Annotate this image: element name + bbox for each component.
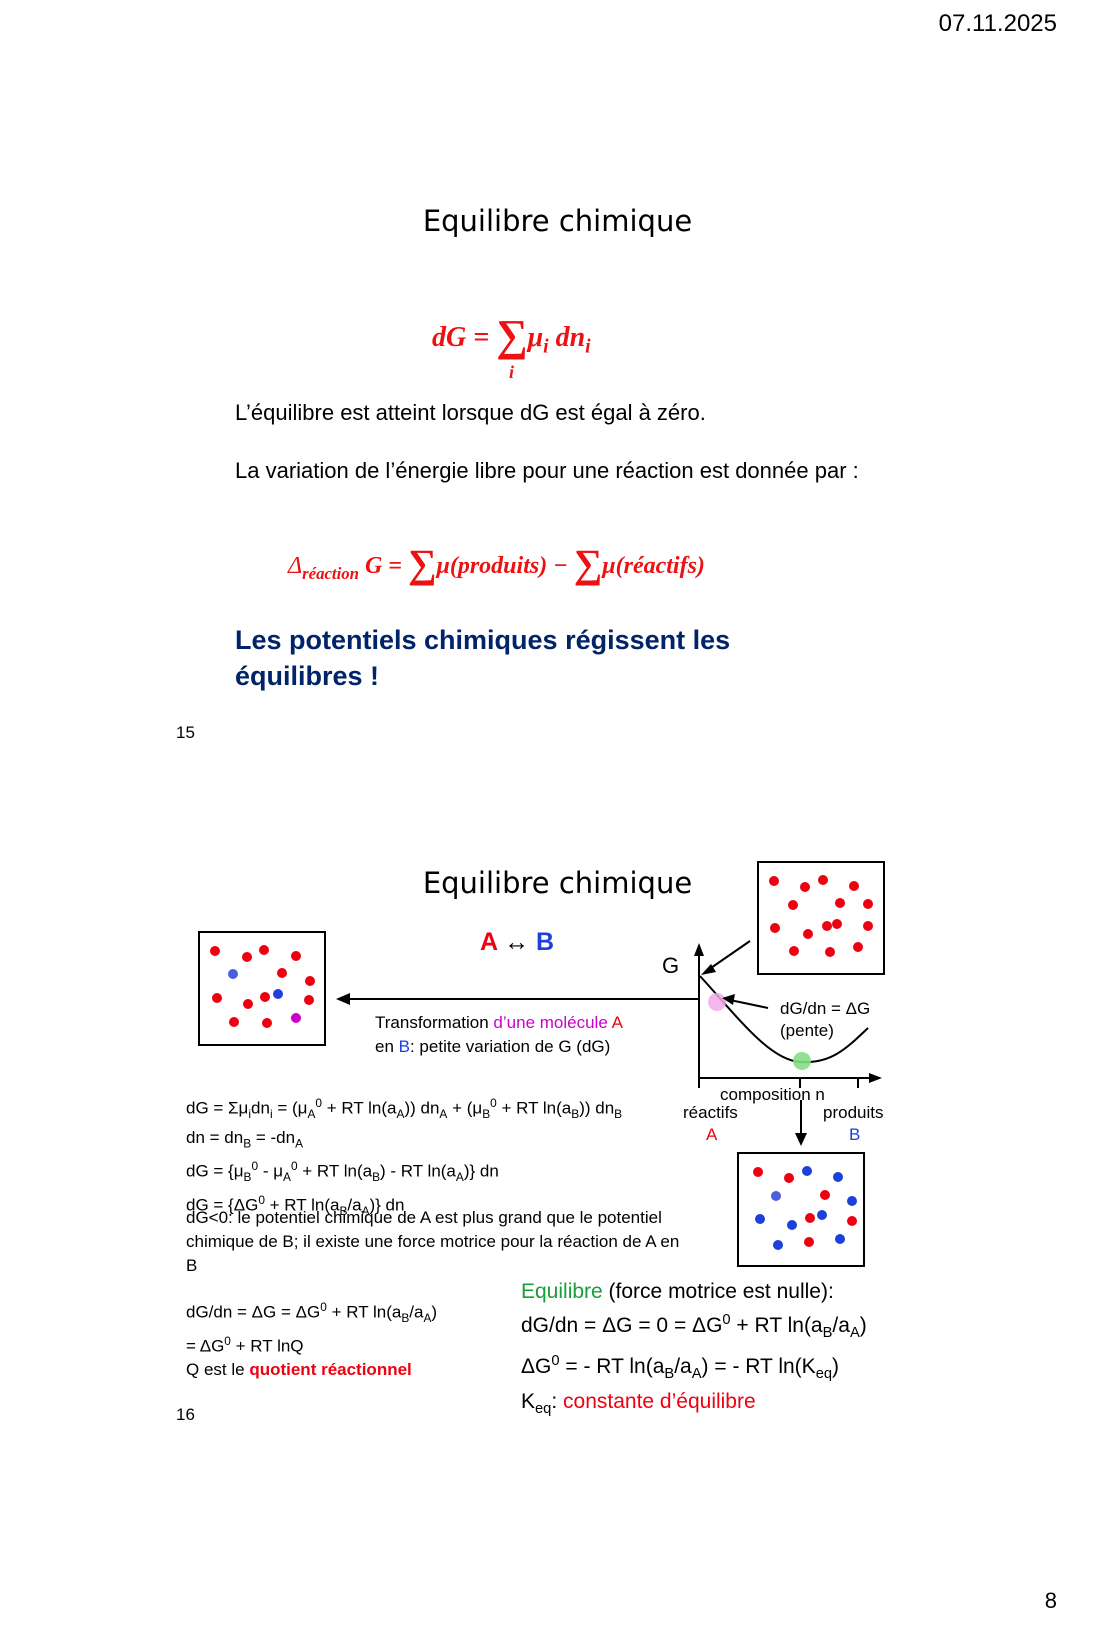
molecule-a [305,976,315,986]
molecule-a [260,992,270,1002]
slope-label-line2: (pente) [780,1020,870,1042]
slide16-number: 16 [176,1405,195,1425]
dg-negative-text: dG<0: le potentiel chimique de A est plu… [186,1206,686,1278]
equilibrium-line3: ΔG0 = - RT ln(aB/aA) = - RT ln(Keq) [521,1347,867,1388]
transformation-arrow [336,993,700,1005]
slope-label: dG/dn = ΔG (pente) [780,998,870,1042]
equilibrium-line1: Equilibre (force motrice est nulle): [521,1278,867,1306]
transformation-p6: : petite variation de G (dG) [410,1037,610,1056]
molecule-a [304,995,314,1005]
transformation-p3: A [612,1013,623,1032]
reactifs-letter: A [706,1123,717,1147]
g-axis [694,943,704,1078]
eq-dgdn: dG/dn = ΔG = ΔG0 + RT ln(aB/aA) [186,1296,437,1330]
produits-label: produits [823,1101,883,1125]
g-axis-label: G [662,953,679,979]
molecule-a [262,1018,272,1028]
molecule-a [210,946,220,956]
molecule-a [291,951,301,961]
eq-dn: dn = dnB = -dnA [186,1126,622,1155]
derivation-block: dG = Σμidni = (μA0 + RT ln(aA)) dnA + (μ… [186,1092,622,1224]
molecules-equilibrium [753,1166,857,1250]
eq-dg-sum: dG = Σμidni = (μA0 + RT ln(aA)) dnA + (μ… [186,1092,622,1126]
equilibrium-point [793,1052,811,1070]
equilibrium-block: Equilibre (force motrice est nulle): dG/… [521,1278,867,1424]
equilibrium-line4: Keq: constante d’équilibre [521,1388,867,1423]
eq-lnq: = ΔG0 + RT lnQ [186,1330,437,1358]
molecules-reactants [769,875,873,957]
molecule-a [277,968,287,978]
slope-label-line1: dG/dn = ΔG [780,998,870,1020]
equilibrium-line2: dG/dn = ΔG = 0 = ΔG0 + RT ln(aB/aA) [521,1306,867,1347]
molecule-a [229,1017,239,1027]
molecule-b [273,989,283,999]
eq-dg-mu: dG = {μB0 - μA0 + RT ln(aB) - RT ln(aA)}… [186,1155,622,1189]
molecule-a [212,993,222,1003]
molecules-left [210,945,315,1028]
molecule-a [259,945,269,955]
transformation-p2: d’une molécule [493,1013,611,1032]
transformation-p4: en [375,1037,399,1056]
molecule-b [228,969,238,979]
transformation-p5: B [399,1037,410,1056]
molecule-a [243,999,253,1009]
transformation-label: Transformation d’une molécule A en B: pe… [375,1011,675,1059]
transformation-p1: Transformation [375,1013,493,1032]
initial-state-point [708,993,726,1011]
slope-arrow [722,994,768,1008]
reactants-arrow [701,941,750,975]
molecule-a [242,952,252,962]
quotient-block: dG/dn = ΔG = ΔG0 + RT ln(aB/aA) = ΔG0 + … [186,1296,437,1381]
reactifs-label: réactifs [683,1101,738,1125]
eq-quotient: Q est le quotient réactionnel [186,1358,437,1381]
produits-letter: B [849,1123,860,1147]
molecule-transforming [291,1013,301,1023]
